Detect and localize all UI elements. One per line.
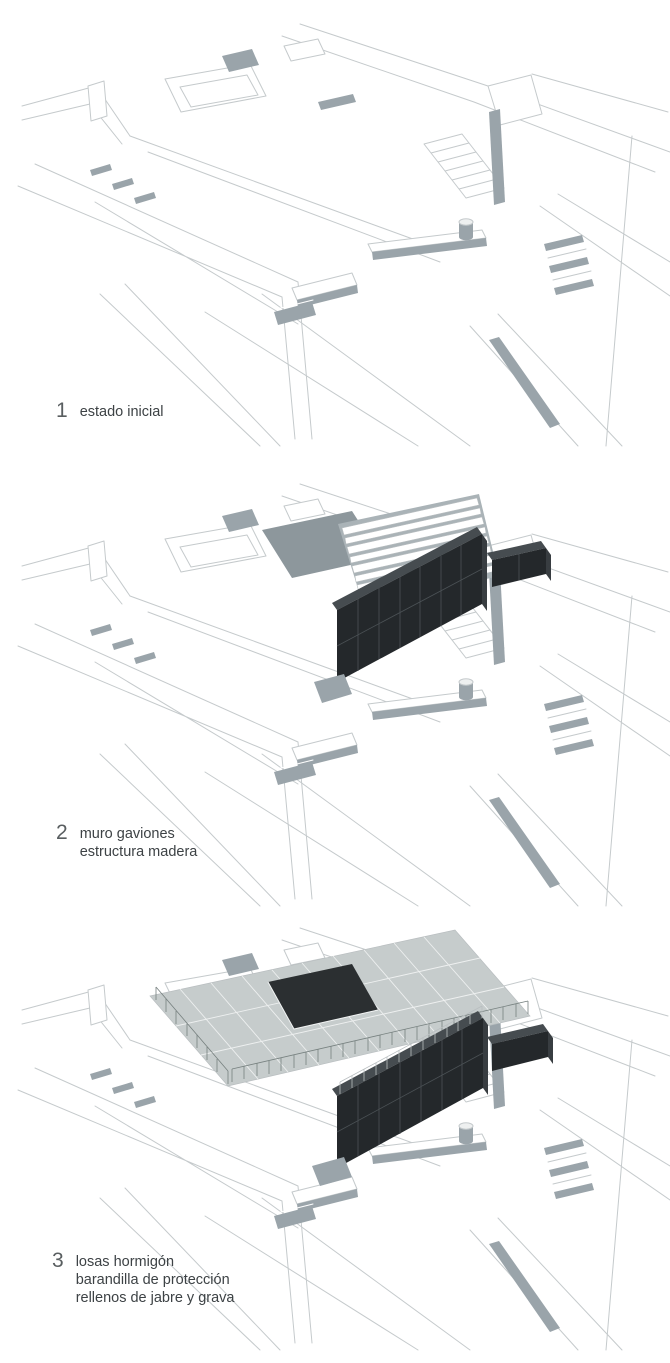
axonometric-drawing-phase-2 xyxy=(17,483,670,907)
phase-3-caption: 3 losas hormigón barandilla de protecció… xyxy=(52,1250,234,1307)
phase-1-caption: 1 estado inicial xyxy=(56,400,164,421)
phase-label: muro gaviones estructura madera xyxy=(80,822,198,861)
wall-top-railing xyxy=(339,1005,483,1094)
phase-2-panel: 2 muro gaviones estructura madera xyxy=(0,470,670,910)
phase-label: estado inicial xyxy=(80,400,164,421)
phase-number: 3 xyxy=(52,1249,64,1272)
phase-label-line: rellenos de jabre y grava xyxy=(75,1290,235,1307)
phase-2-caption: 2 muro gaviones estructura madera xyxy=(56,822,197,861)
gabion-wall xyxy=(312,1011,553,1186)
phase-label-line: muro gaviones xyxy=(79,826,175,842)
courtyard-opening xyxy=(267,964,379,1030)
phase-1-panel: 1 estado inicial xyxy=(0,0,670,470)
phase-label-line: barandilla de protección xyxy=(75,1272,230,1289)
phase-label: losas hormigón barandilla de protección … xyxy=(76,1250,235,1307)
phase-number: 2 xyxy=(56,821,68,844)
phase-label-line: estructura madera xyxy=(79,844,198,861)
gabion-wall xyxy=(314,527,551,703)
phase-label-line: estado inicial xyxy=(79,404,164,420)
phase-label-line: losas hormigón xyxy=(75,1254,175,1270)
axonometric-drawing-phase-3 xyxy=(17,927,670,1351)
phase-number: 1 xyxy=(56,399,68,422)
site-base-drawing xyxy=(17,23,670,447)
phase-3-panel: 3 losas hormigón barandilla de protecció… xyxy=(0,910,670,1363)
